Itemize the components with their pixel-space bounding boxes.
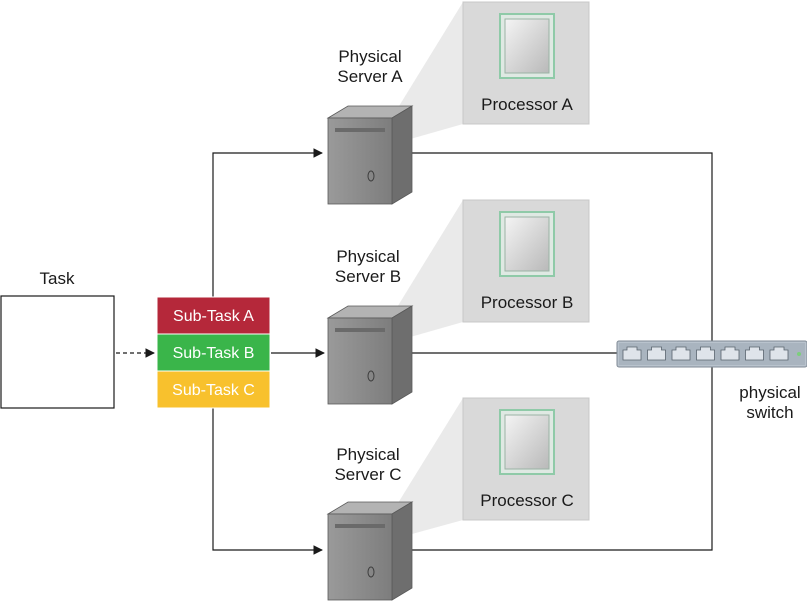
switch-port	[769, 346, 789, 361]
switch-label-line1: physical	[739, 383, 800, 402]
subtask-c-label: Sub-Task C	[172, 382, 255, 399]
task-label: Task	[40, 269, 75, 288]
switch-port	[720, 346, 740, 361]
server-b: Processor B Physical Server B	[326, 199, 590, 405]
task-box	[0, 295, 115, 409]
task-node: Task	[0, 269, 115, 409]
server-b-processor-icon	[499, 211, 555, 277]
server-a-processor-icon	[499, 13, 555, 79]
server-c-processor-label: Processor C	[480, 491, 574, 510]
server-a: Processor A Physical Server A	[326, 1, 590, 205]
server-a-name-line1: Physical	[338, 47, 401, 66]
switch-port	[647, 346, 666, 361]
subtask-b-box	[156, 333, 271, 372]
subtask-stack: Sub-Task A Sub-Task B Sub-Task C	[156, 296, 271, 409]
switch-port	[671, 346, 691, 361]
switch-port	[622, 346, 642, 361]
server-c: Processor C Physical Server C	[326, 397, 590, 601]
server-b-name-line2: Server B	[335, 267, 401, 286]
subtask-c-to-server-c-line	[212, 408, 323, 555]
subtask-a-label: Sub-Task A	[173, 308, 254, 325]
server-c-tower-icon	[326, 501, 414, 601]
subtask-c-box	[156, 370, 271, 409]
server-c-name-line2: Server C	[334, 465, 401, 484]
subtask-b-label: Sub-Task B	[173, 345, 255, 362]
server-a-tower-icon	[326, 105, 414, 205]
connection-lines	[212, 148, 713, 555]
server-c-processor-icon	[499, 409, 555, 475]
server-b-processor-label: Processor B	[481, 293, 574, 312]
physical-switch: physical switch	[616, 340, 807, 422]
switch-port	[745, 346, 764, 361]
server-c-name-line1: Physical	[336, 445, 399, 464]
subtask-a-box	[156, 296, 271, 335]
server-b-tower-icon	[326, 305, 414, 405]
subtask-c: Sub-Task C	[156, 370, 271, 409]
server-b-name-line1: Physical	[336, 247, 399, 266]
switch-port	[696, 346, 715, 361]
subtask-b: Sub-Task B	[156, 333, 271, 372]
server-a-name-line2: Server A	[337, 67, 403, 86]
server-a-processor-label: Processor A	[481, 95, 573, 114]
switch-icon	[616, 340, 807, 368]
server-a-to-switch-line	[404, 152, 713, 343]
server-c-to-switch-line	[404, 366, 713, 551]
switch-ports	[622, 346, 789, 361]
subtask-a: Sub-Task A	[156, 296, 271, 335]
subtask-a-to-server-a-line	[212, 148, 323, 297]
switch-label-line2: switch	[746, 403, 793, 422]
